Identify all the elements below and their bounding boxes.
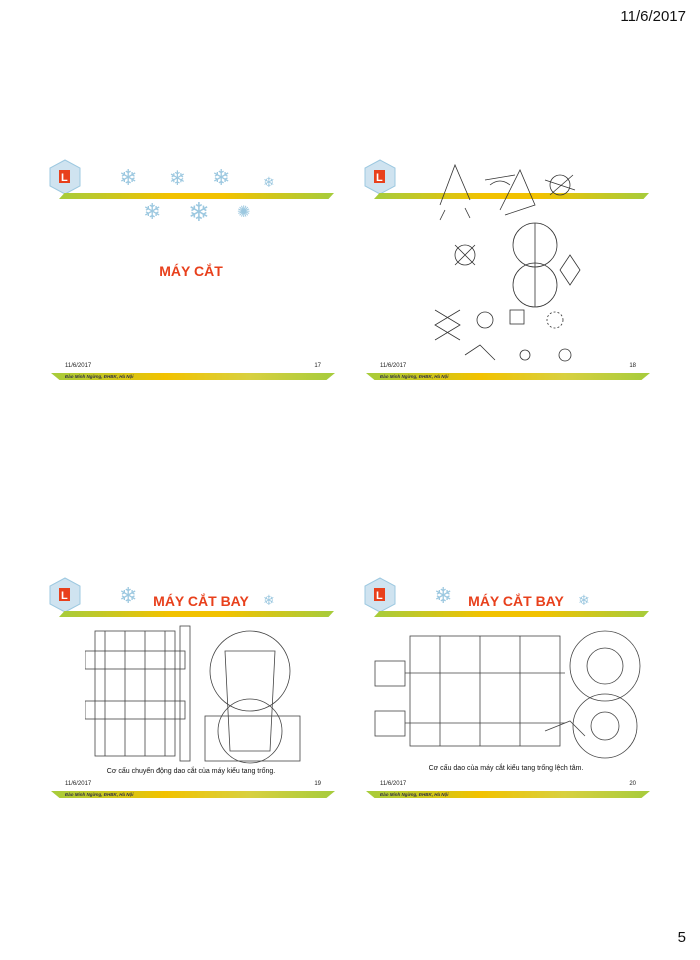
snowflake-icon: ❄ [434,583,453,608]
snowflake-icon: ❄ [263,174,275,190]
snowflake-icon: ❄ [263,592,275,608]
svg-text:L: L [376,172,383,184]
svg-text:L: L [61,590,68,602]
footer-band [51,791,335,798]
snowflake-icon: ❄ [119,165,138,190]
drum-shear-drawing [85,625,301,764]
slide-author: Đào Minh Ngừng, ĐHBK, Hà Nội [65,792,134,797]
slide-date: 11/6/2017 [65,363,92,369]
snowflake-icon: ❄ [119,583,138,608]
shear-mechanism-diagrams [434,163,581,362]
footer-band [51,373,335,380]
slide-author: Đào Minh Ngừng, ĐHBK, Hà Nội [380,792,449,797]
svg-text:L: L [61,172,68,184]
snowflake-icon: ❄ [143,199,162,224]
slide-number: 19 [314,781,321,787]
eccentric-drum-shear-drawing [374,630,641,759]
svg-text:L: L [376,590,383,602]
header-date: 11/6/2017 [620,8,686,25]
page-number: 5 [677,929,686,946]
header-band [374,611,649,617]
snowflake-icon: ❄ [212,165,231,190]
slide-18: L 11/6/2017 18 Đào Minh Ngừng, ĐHBK, Hà … [360,155,652,387]
snowflake-icon: ✺ [237,204,251,221]
slide-title: MÁY CẮT BAY [153,593,249,609]
footer-band [366,791,650,798]
snowflake-icon: ❄ [169,168,186,190]
snowflake-icon: ❄ [578,592,590,608]
snowflake-logo-icon: L [364,159,396,195]
snowflake-logo-icon: L [49,159,81,195]
slide-19: L ❄ ❄ MÁY CẮT BAY Cơ cấu chuyển động dao… [45,573,337,805]
header-band [59,193,334,199]
slide-number: 17 [314,363,321,369]
slide-author: Đào Minh Ngừng, ĐHBK, Hà Nội [65,374,134,379]
slide-date: 11/6/2017 [380,363,407,369]
slide-author: Đào Minh Ngừng, ĐHBK, Hà Nội [380,374,449,379]
slide-number: 18 [629,363,636,369]
slide-date: 11/6/2017 [65,781,92,787]
slide-title: MÁY CẮT [159,263,223,279]
footer-band [366,373,650,380]
slide-caption: Cơ cấu dao của máy cắt kiểu tang trống l… [428,765,584,772]
slide-title: MÁY CẮT BAY [468,593,564,609]
slide-caption: Cơ cấu chuyển động dao cắt của máy kiểu … [106,768,276,775]
slide-number: 20 [629,781,636,787]
snowflake-icon: ❄ [188,197,210,227]
header-band [59,611,334,617]
header-band [374,193,649,199]
slide-date: 11/6/2017 [380,781,407,787]
slide-20: L ❄ ❄ MÁY CẮT BAY Cơ cấu dao của máy cắt… [360,573,652,805]
slide-17: L ❄ ❄ ❄ ❄ ❄ ❄ ✺ MÁY CẮT 11/6/2017 17 Đào… [45,155,337,387]
